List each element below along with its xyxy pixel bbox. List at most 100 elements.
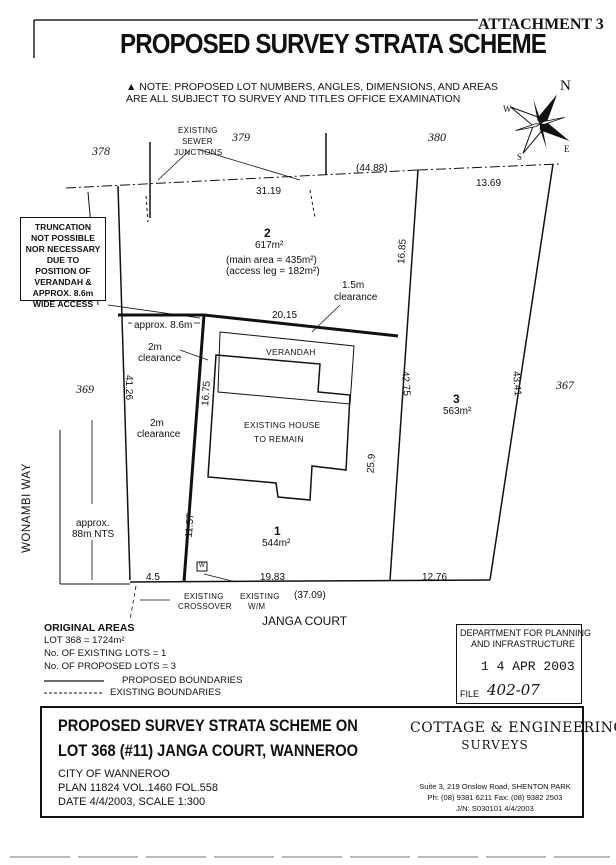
legend-proposed-label: PROPOSED BOUNDARIES: [122, 675, 243, 686]
wm-label-2: W/M: [248, 602, 266, 611]
original-lot-area: LOT 368 = 1724m²: [44, 635, 125, 646]
title-block: PROPOSED SURVEY STRATA SCHEME ON LOT 368…: [40, 706, 616, 818]
neighbour-lot: 379: [232, 130, 250, 144]
clearance-leader: [179, 349, 209, 361]
boundary-lot-east: [489, 163, 554, 581]
clearance-1-5-label: clearance: [334, 292, 378, 303]
company-name-2: SURVEYS: [461, 738, 529, 752]
compass-n: N: [560, 78, 571, 94]
wm-label: EXISTING: [240, 592, 280, 601]
approx-88-value: 88m NTS: [72, 529, 115, 540]
dim-44-88: (44.88): [356, 163, 388, 174]
dim-41-26: 41.26: [123, 374, 135, 401]
department-stamp: DEPARTMENT FOR PLANNING AND INFRASTRUCTU…: [456, 624, 591, 704]
dim-16-75: 16.75: [200, 380, 213, 407]
dim-4-5: 4.5: [146, 572, 160, 583]
approx-8-6: approx. 8.6m: [132, 320, 195, 331]
sewer-junction: [309, 189, 316, 219]
lot-2-main-area: (main area = 435m²): [226, 255, 317, 266]
compass-rose-icon: [510, 94, 570, 154]
title-block-heading-2: LOT 368 (#11) JANGA COURT, WANNEROO: [58, 741, 359, 760]
neighbour-lot: 367: [556, 378, 574, 392]
dim-37-09: (37.09): [294, 590, 326, 601]
dept-file-label: FILE: [460, 689, 480, 699]
truncation-line: TRUNCATION: [34, 222, 92, 232]
truncation-line: VERANDAH &: [34, 277, 92, 287]
lot-2-area: 617m²: [255, 240, 284, 251]
dim-11-57: 11.57: [183, 512, 197, 539]
clearance-2m-mid: 2m: [150, 418, 164, 429]
sewer-junction: [145, 195, 149, 223]
clearance-2m-top: 2m: [148, 342, 162, 353]
title-block-plan: PLAN 11824 VOL.1460 FOL.558: [58, 782, 219, 794]
dim-19-83: 19.83: [260, 572, 286, 583]
wm-leader: [203, 573, 237, 583]
neighbour-lot: 369: [76, 382, 94, 396]
note-line-2: ARE ALL SUBJECT TO SURVEY AND TITLES OFF…: [126, 93, 461, 105]
original-areas-heading: ORIGINAL AREAS: [44, 622, 135, 634]
dept-date: 1 4 APR 2003: [481, 659, 575, 674]
company-block: COTTAGE & ENGINEERING SURVEYS Suite 3, 2…: [410, 716, 616, 813]
page-title: PROPOSED SURVEY STRATA SCHEME: [120, 28, 547, 59]
truncation-line: NOR NECESSARY: [25, 244, 101, 254]
neighbour-lot: 378: [92, 144, 110, 158]
dim-20-15: 20.15: [272, 310, 298, 321]
truncation-line: DUE TO: [46, 255, 80, 265]
proposed-boundary-access-leg: [182, 314, 206, 583]
dim-12-76: 12.76: [422, 572, 448, 583]
wm-box-label: W: [199, 563, 205, 569]
dept-line-2: AND INFRASTRUCTURE: [471, 639, 576, 649]
sewer-label: EXISTING: [178, 126, 218, 135]
lot-1-number: 1: [274, 524, 281, 538]
crossover-label: EXISTING: [184, 592, 224, 601]
boundary-frontage: [129, 579, 491, 583]
truncation-line: WIDE ACCESS: [32, 299, 94, 309]
truncation-line: NOT POSSIBLE: [31, 233, 95, 243]
road-wonambi-way: WONAMBI WAY: [20, 463, 33, 553]
house-label-2: TO REMAIN: [254, 434, 304, 444]
title-block-date: DATE 4/4/2003, SCALE 1:300: [58, 796, 206, 808]
crossover-label-2: CROSSOVER: [178, 602, 232, 611]
compass-w: W: [503, 104, 512, 114]
existing-boundary-top: [65, 169, 419, 189]
road-janga-court: JANGA COURT: [262, 614, 348, 628]
water-meter-box: [196, 561, 208, 572]
lot-3-area: 563m²: [443, 406, 472, 417]
lot-2-access-leg: (access leg = 182m²): [226, 266, 320, 277]
existing-house-outline: [207, 354, 351, 501]
title-block-city: CITY OF WANNEROO: [58, 768, 170, 780]
clearance-2m-mid-label: clearance: [137, 429, 181, 440]
lot-2-number: 2: [264, 226, 271, 240]
note-line-1: ▲ NOTE: PROPOSED LOT NUMBERS, ANGLES, DI…: [126, 81, 498, 93]
verandah-label: VERANDAH: [266, 347, 316, 357]
truncation-line: POSITION OF: [35, 266, 91, 276]
house-label-1: EXISTING HOUSE: [244, 420, 321, 430]
existing-boundary-top-right: [417, 163, 561, 171]
compass-e: E: [564, 144, 570, 154]
lot-1-area: 544m²: [262, 538, 291, 549]
clearance-2m-top-label: clearance: [138, 353, 182, 364]
legend-existing-label: EXISTING BOUNDARIES: [110, 687, 221, 698]
existing-lots-count: No. OF EXISTING LOTS = 1: [44, 648, 167, 659]
approx-88-label: approx.: [76, 518, 110, 529]
company-name: COTTAGE & ENGINEERING: [410, 720, 616, 736]
company-job: J/N: S030101 4/4/2003: [456, 804, 534, 813]
crossover-line: [129, 585, 137, 621]
truncation-note: TRUNCATION NOT POSSIBLE NOR NECESSARY DU…: [20, 217, 106, 309]
dim-13-69: 13.69: [476, 178, 502, 189]
neighbour-lot: 380: [428, 130, 446, 144]
dim-43-41: 43.41: [510, 370, 523, 397]
clearance-1-5: 1.5m: [342, 280, 365, 291]
attachment-label: ATTACHMENT 3: [478, 16, 604, 33]
boundary-lot-2-3: [389, 169, 419, 581]
boundary-lot-west: [117, 185, 131, 581]
company-phone: Ph: (08) 9381 6211 Fax: (08) 9382 2503: [427, 793, 563, 802]
lot-3-number: 3: [453, 392, 460, 406]
compass-s: S: [517, 152, 523, 162]
dept-line-1: DEPARTMENT FOR PLANNING: [460, 628, 592, 638]
dim-42-75: 42.75: [399, 370, 412, 397]
title-block-heading-1: PROPOSED SURVEY STRATA SCHEME ON: [58, 716, 358, 735]
dim-25-9: 25.9: [365, 453, 378, 474]
sewer-leader: [157, 149, 191, 181]
